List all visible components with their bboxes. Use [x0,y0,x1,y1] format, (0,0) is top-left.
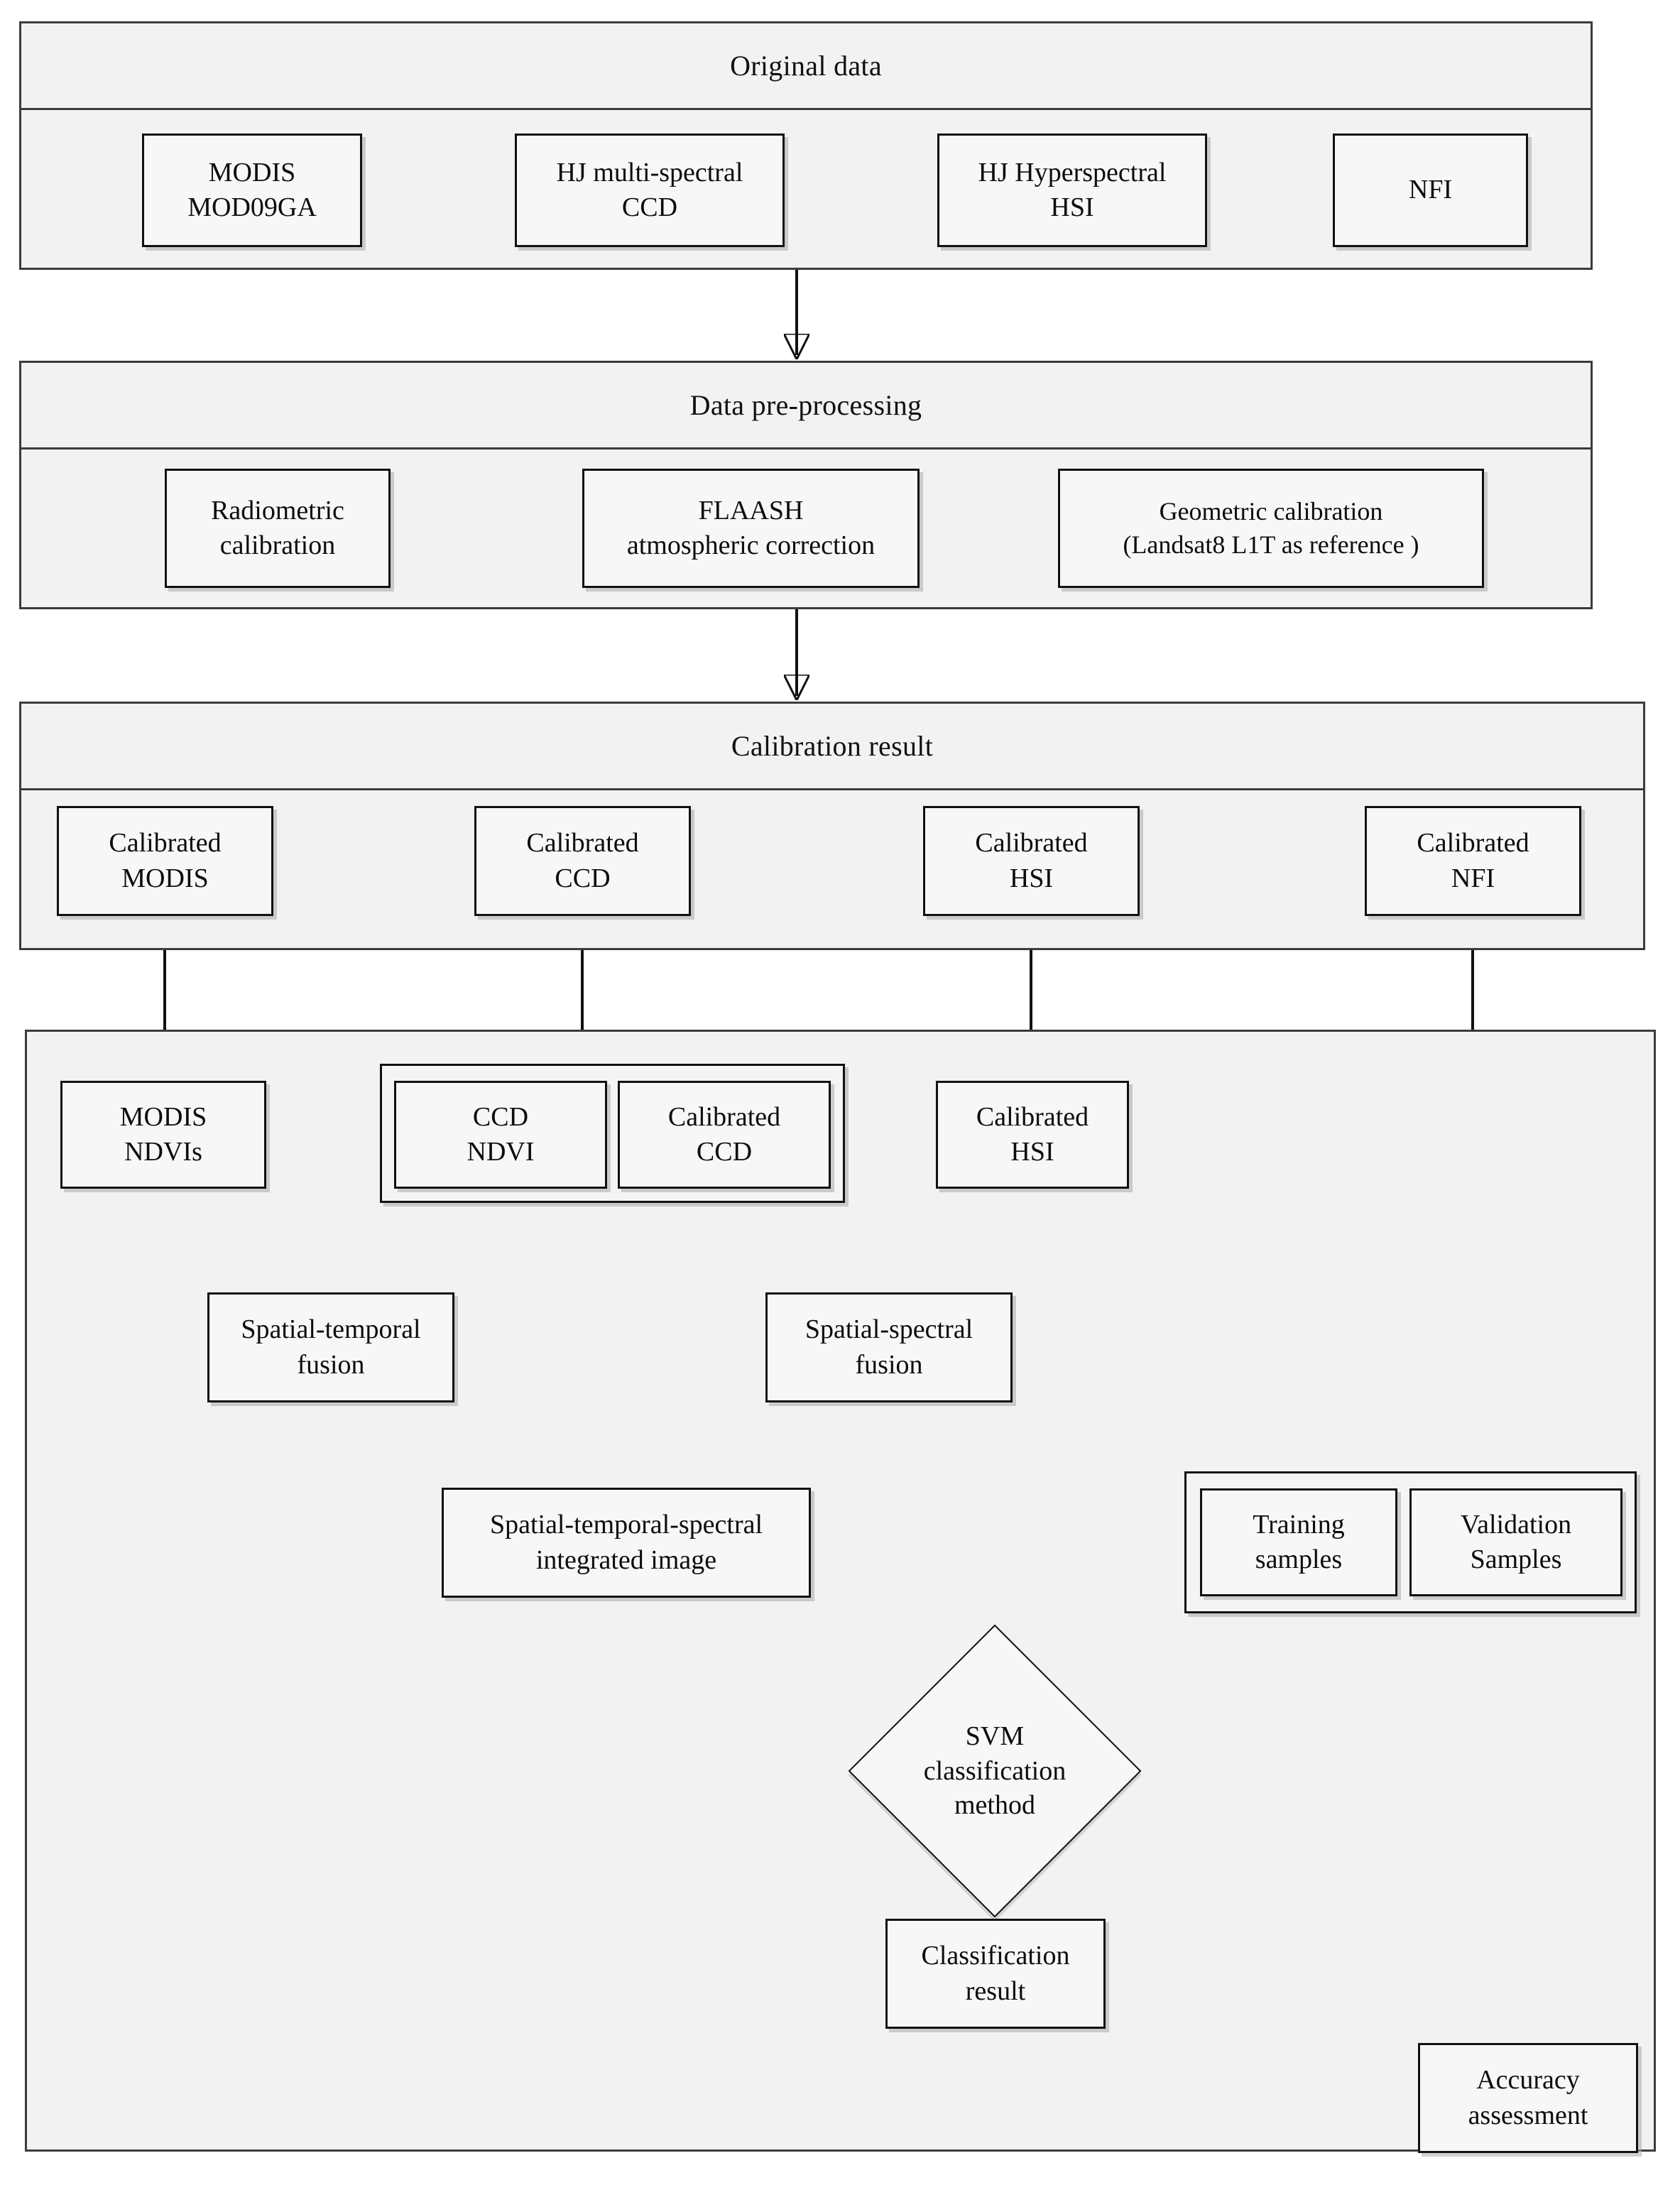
node-cal-modis-line2: MODIS [121,863,209,893]
panel-preprocessing-title: Data pre-processing [689,389,922,421]
panel-original-data-title: Original data [730,50,882,82]
node-cal-nfi-line1: Calibrated [1417,828,1529,859]
panel-original-data-header: Original data [21,23,1591,110]
node-geometric-calibration[interactable]: Geometric calibration (Landsat8 L1T as r… [1058,469,1484,588]
node-class-result-line1: Classification [921,1941,1070,1971]
node-modis-line1: MODIS [208,157,296,187]
node-flaash-atmospheric-correction[interactable]: FLAASH atmospheric correction [582,469,920,588]
node-cal-ccd-line1: Calibrated [526,828,639,859]
node-svm-line3: method [954,1790,1035,1821]
node-cal-nfi-line2: NFI [1451,863,1495,893]
node-st-fusion-line1: Spatial-temporal [241,1314,421,1345]
node-calibrated-nfi[interactable]: Calibrated NFI [1365,806,1581,916]
node-hj-ccd-line1: HJ multi-spectral [556,157,743,187]
node-flaash-line1: FLAASH [698,495,804,525]
node-ccd-ndvi-line1: CCD [472,1101,529,1132]
node-accuracy-assessment[interactable]: Accuracy assessment [1418,2043,1638,2153]
node-calibrated-ccd-main[interactable]: Calibrated CCD [618,1081,831,1189]
node-radiometric-line2: calibration [219,530,336,560]
node-hj-multispectral-ccd[interactable]: HJ multi-spectral CCD [515,134,785,247]
node-geometric-line2: (Landsat8 L1T as reference ) [1123,530,1419,559]
node-radiometric-line1: Radiometric [211,495,344,525]
node-modis-ndvis-line2: NDVIs [124,1137,202,1167]
node-integrated-line2: integrated image [535,1544,717,1575]
node-svm-classification-method[interactable]: SVM classification method [848,1624,1142,1918]
node-cal-ccd2-line2: CCD [696,1137,753,1167]
node-accuracy-line2: assessment [1468,2100,1588,2130]
node-spatial-spectral-fusion[interactable]: Spatial-spectral fusion [765,1292,1013,1402]
node-svm-line1: SVM [965,1721,1025,1752]
node-training-samples[interactable]: Training samples [1200,1488,1397,1596]
node-calibrated-hsi[interactable]: Calibrated HSI [923,806,1140,916]
node-validation-samples[interactable]: Validation Samples [1409,1488,1622,1596]
node-validation-line1: Validation [1460,1509,1572,1540]
node-modis-ndvis-line1: MODIS [119,1101,207,1132]
node-svm-line2: classification [923,1755,1067,1786]
node-hj-hsi-line1: HJ Hyperspectral [978,157,1167,187]
node-cal-hsi-line1: Calibrated [975,828,1088,859]
node-hj-ccd-line2: CCD [621,192,678,222]
node-training-line1: Training [1253,1509,1345,1540]
node-cal-hsi2-line2: HSI [1010,1137,1054,1167]
node-ss-fusion-line1: Spatial-spectral [804,1314,973,1345]
node-integrated-image[interactable]: Spatial-temporal-spectral integrated ima… [442,1488,811,1598]
node-class-result-line2: result [965,1976,1026,2006]
node-cal-ccd-line2: CCD [555,863,611,893]
node-calibrated-hsi-main[interactable]: Calibrated HSI [936,1081,1129,1189]
node-ss-fusion-line2: fusion [855,1349,923,1380]
node-ccd-ndvi-line2: NDVI [467,1137,535,1167]
node-nfi-line1: NFI [1408,175,1453,205]
node-svm-text: SVM classification method [924,1719,1066,1823]
node-integrated-line1: Spatial-temporal-spectral [489,1510,763,1540]
node-calibrated-ccd[interactable]: Calibrated CCD [474,806,691,916]
node-classification-result[interactable]: Classification result [885,1919,1106,2029]
node-ccd-ndvi[interactable]: CCD NDVI [394,1081,607,1189]
node-modis-line2: MOD09GA [187,192,317,222]
node-geometric-line1: Geometric calibration [1159,497,1383,526]
node-modis-ndvis[interactable]: MODIS NDVIs [60,1081,266,1189]
node-flaash-line2: atmospheric correction [626,530,876,560]
node-accuracy-line1: Accuracy [1476,2065,1580,2096]
node-cal-ccd2-line1: Calibrated [667,1101,781,1132]
node-calibrated-modis[interactable]: Calibrated MODIS [57,806,273,916]
node-cal-modis-line1: Calibrated [109,828,222,859]
panel-calibration-result-title: Calibration result [731,730,934,762]
node-hj-hyperspectral-hsi[interactable]: HJ Hyperspectral HSI [937,134,1207,247]
panel-preprocessing-header: Data pre-processing [21,363,1591,449]
node-st-fusion-line2: fusion [297,1349,365,1380]
node-spatial-temporal-fusion[interactable]: Spatial-temporal fusion [207,1292,454,1402]
node-nfi[interactable]: NFI [1333,134,1528,247]
node-radiometric-calibration[interactable]: Radiometric calibration [165,469,391,588]
node-cal-hsi-line2: HSI [1009,863,1054,893]
node-cal-hsi2-line1: Calibrated [976,1101,1089,1132]
panel-calibration-result-header: Calibration result [21,704,1643,790]
node-modis[interactable]: MODIS MOD09GA [142,134,362,247]
node-validation-line2: Samples [1470,1544,1562,1574]
node-training-line2: samples [1255,1544,1343,1574]
node-hj-hsi-line2: HSI [1050,192,1094,222]
